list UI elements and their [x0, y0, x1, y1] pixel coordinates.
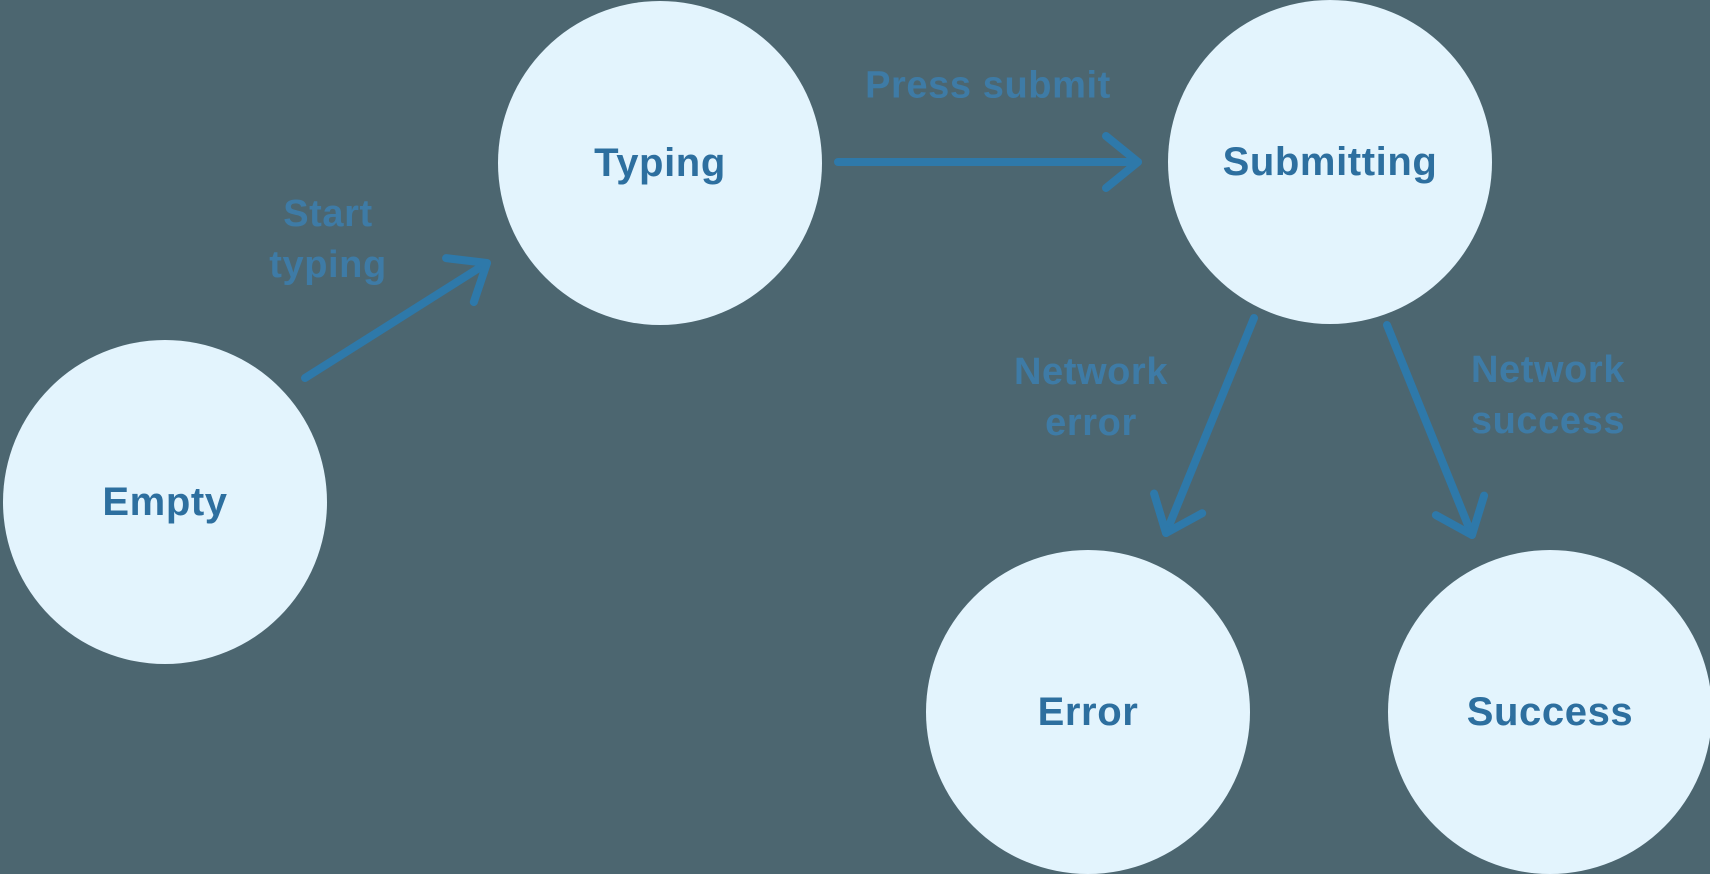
state-node-empty-label: Empty — [102, 479, 228, 524]
state-node-empty: Empty — [3, 340, 327, 664]
state-node-success: Success — [1388, 550, 1710, 874]
state-node-typing: Typing — [498, 1, 822, 325]
edge-label-network-success: Network success — [1470, 349, 1626, 442]
edge-label-press-submit: Press submit — [865, 64, 1111, 107]
state-node-typing-label: Typing — [594, 140, 726, 185]
state-node-submitting: Submitting — [1168, 0, 1492, 324]
edge-label-start-typing: Start typing — [269, 193, 387, 286]
state-node-success-label: Success — [1466, 689, 1634, 734]
state-node-submitting-label: Submitting — [1222, 139, 1438, 184]
edge-label-network-error: Network error — [1013, 351, 1169, 444]
state-node-error: Error — [926, 550, 1250, 874]
state-node-error-label: Error — [1037, 689, 1139, 734]
